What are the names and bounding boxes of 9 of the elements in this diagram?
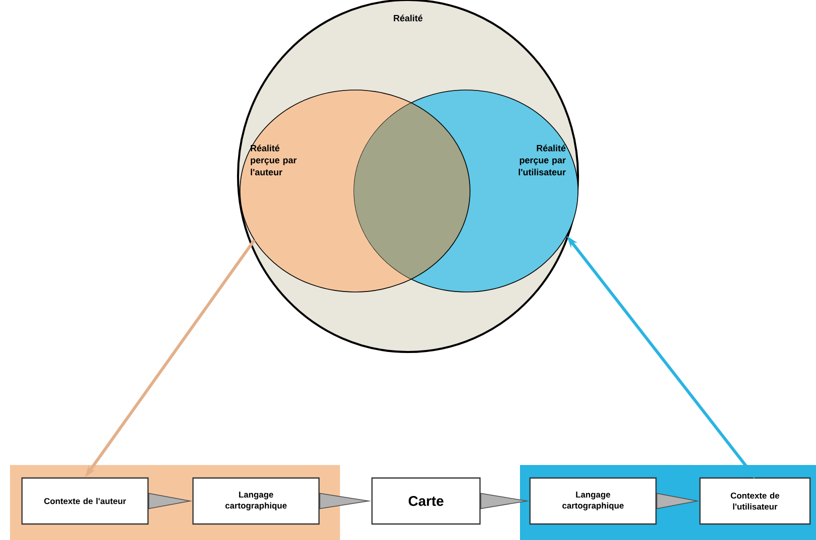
region-label: Réalité bbox=[394, 14, 422, 22]
region-label: Réalité perçue par l'auteur bbox=[250, 144, 297, 176]
region-label: Réalité perçue par l'utilisateur bbox=[518, 144, 566, 176]
process-box: Langage cartographique bbox=[192, 477, 320, 525]
ellipse bbox=[354, 90, 578, 292]
process-box: Contexte de l'utilisateur bbox=[699, 477, 811, 525]
process-box: Contexte de l'auteur bbox=[21, 477, 149, 525]
process-box: Carte bbox=[371, 477, 481, 525]
process-box: Langage cartographique bbox=[529, 477, 657, 525]
